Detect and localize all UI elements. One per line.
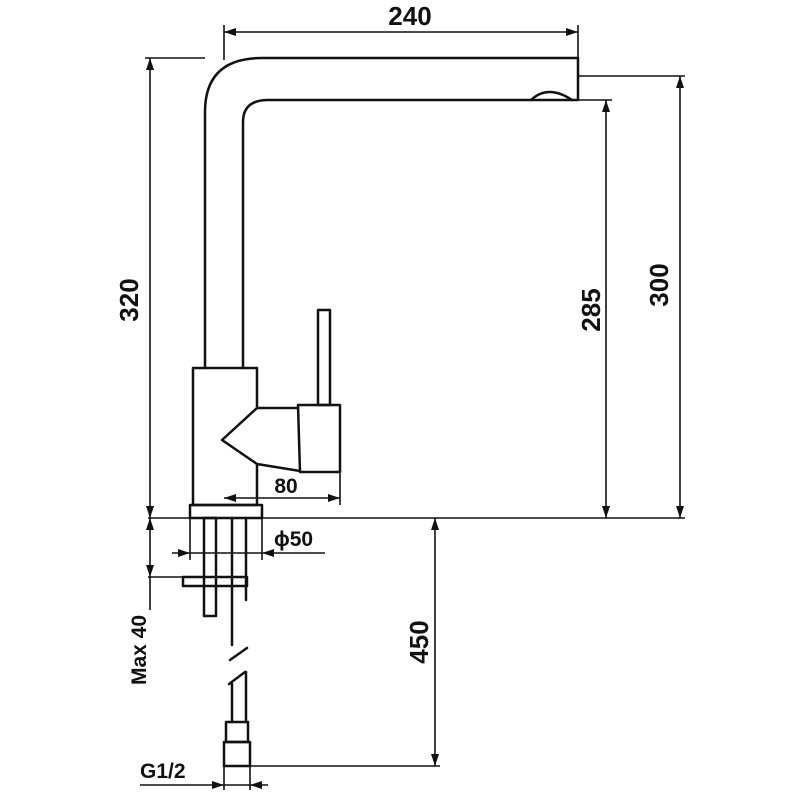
supply-hose-bottom (230, 670, 248, 724)
dim-label-phi50: ϕ50 (274, 528, 313, 551)
dim-supply-length: 450 (250, 518, 440, 767)
dim-thread: G1/2 (140, 760, 268, 790)
lever-handle (316, 308, 332, 407)
handle-cap (296, 403, 342, 474)
handle-connector (255, 406, 302, 473)
dim-label-max40: Max 40 (128, 615, 151, 685)
dim-total-height: 320 (114, 57, 205, 518)
dim-spout-height: 300 (578, 75, 685, 518)
mounting-assembly (181, 516, 252, 768)
dim-base-diameter: ϕ50 (172, 518, 325, 560)
dim-label-240: 240 (388, 1, 431, 31)
dim-spout-reach: 240 (223, 1, 579, 60)
dim-label-285: 285 (576, 288, 606, 331)
dim-handle-reach: 80 (224, 472, 341, 505)
supply-hose-top (230, 516, 248, 647)
dim-label-450: 450 (404, 620, 434, 663)
body-block (191, 366, 259, 507)
dim-label-80: 80 (274, 475, 297, 498)
hose-break-1 (228, 646, 249, 662)
dim-outlet-height: 285 (572, 99, 612, 518)
aerator (529, 90, 574, 102)
mounting-stud (202, 516, 218, 618)
dim-max-thickness: Max 40 (128, 518, 183, 685)
hose-fitting (222, 740, 252, 768)
dim-label-g12: G1/2 (140, 760, 186, 783)
base-flange (188, 503, 264, 520)
spout-outline (203, 56, 580, 370)
hose-nut (224, 720, 250, 744)
hose-break-2 (227, 670, 247, 686)
dim-label-300: 300 (644, 263, 674, 306)
dim-label-320: 320 (114, 278, 144, 321)
faucet-body (188, 56, 580, 520)
